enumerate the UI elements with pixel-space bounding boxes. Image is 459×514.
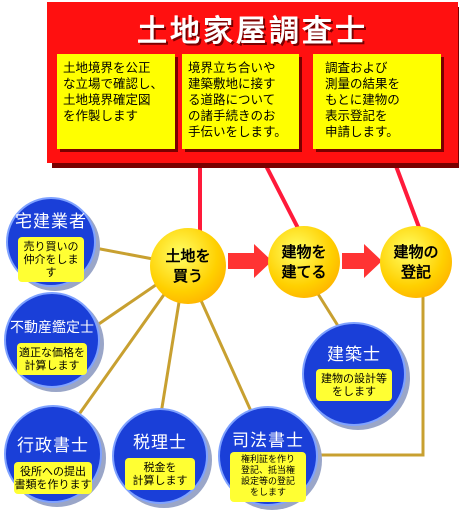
role-gyosei: 行政書士 役所への提出 書類を作ります bbox=[4, 405, 102, 503]
connector-header-2 bbox=[260, 156, 302, 234]
role-zeiri-desc: 税金を 計算します bbox=[125, 458, 195, 490]
role-takken-desc: 売り買いの 仲介をします bbox=[18, 237, 84, 282]
process-build: 建物を 建てる bbox=[268, 226, 340, 298]
role-gyosei-title: 行政書士 bbox=[17, 436, 89, 456]
role-zeiri-title: 税理士 bbox=[133, 433, 187, 453]
role-shiho: 司法書士 権利証を作り 登記、抵当権 設定等の登記 をします bbox=[218, 406, 318, 506]
header-box-2-text: 境界立ち合いや 建築敷地に接す る道路について の諸手続きのお 手伝いをします。 bbox=[188, 60, 287, 139]
process-buy-land: 土地を 買う bbox=[150, 228, 226, 304]
header-box-1: 土地境界を公正 な立場で確認し、 土地境界確定図 を作製します bbox=[57, 54, 175, 149]
process-register: 建物の 登記 bbox=[380, 226, 452, 298]
header-title: 土地家屋調査士 bbox=[137, 14, 368, 49]
role-shiho-desc: 権利証を作り 登記、抵当権 設定等の登記 をします bbox=[229, 452, 307, 502]
role-fudosan-title: 不動産鑑定士 bbox=[10, 320, 94, 336]
header-box-2: 境界立ち合いや 建築敷地に接す る道路について の諸手続きのお 手伝いをします。 bbox=[182, 54, 299, 149]
role-kenchiku-desc: 建物の設計等 をします bbox=[316, 369, 392, 401]
connector-touki bbox=[298, 260, 425, 457]
connector-header-3 bbox=[391, 156, 422, 232]
role-takken-title: 宅建業者 bbox=[15, 212, 87, 232]
role-zeiri: 税理士 税金を 計算します bbox=[112, 408, 208, 504]
arrow-right-icon bbox=[228, 244, 272, 278]
role-fudosan-desc: 適正な価格を 計算します bbox=[17, 343, 87, 375]
role-kenchiku-title: 建築士 bbox=[327, 345, 381, 365]
header-box-3: 調査および 測量の結果を もとに建物の 表示登記を 申請します。 bbox=[313, 54, 441, 149]
role-shiho-title: 司法書士 bbox=[232, 431, 304, 451]
role-takken: 宅建業者 売り買いの 仲介をします bbox=[6, 197, 96, 287]
role-fudosan: 不動産鑑定士 適正な価格を 計算します bbox=[4, 292, 100, 388]
role-kenchiku: 建築士 建物の設計等 をします bbox=[302, 322, 406, 426]
role-gyosei-desc: 役所への提出 書類を作ります bbox=[13, 462, 93, 494]
header-box-1-text: 土地境界を公正 な立場で確認し、 土地境界確定図 を作製します bbox=[63, 60, 164, 123]
header-box-3-text: 調査および 測量の結果を もとに建物の 表示登記を 申請します。 bbox=[325, 60, 401, 139]
arrow-right-icon bbox=[342, 244, 382, 278]
